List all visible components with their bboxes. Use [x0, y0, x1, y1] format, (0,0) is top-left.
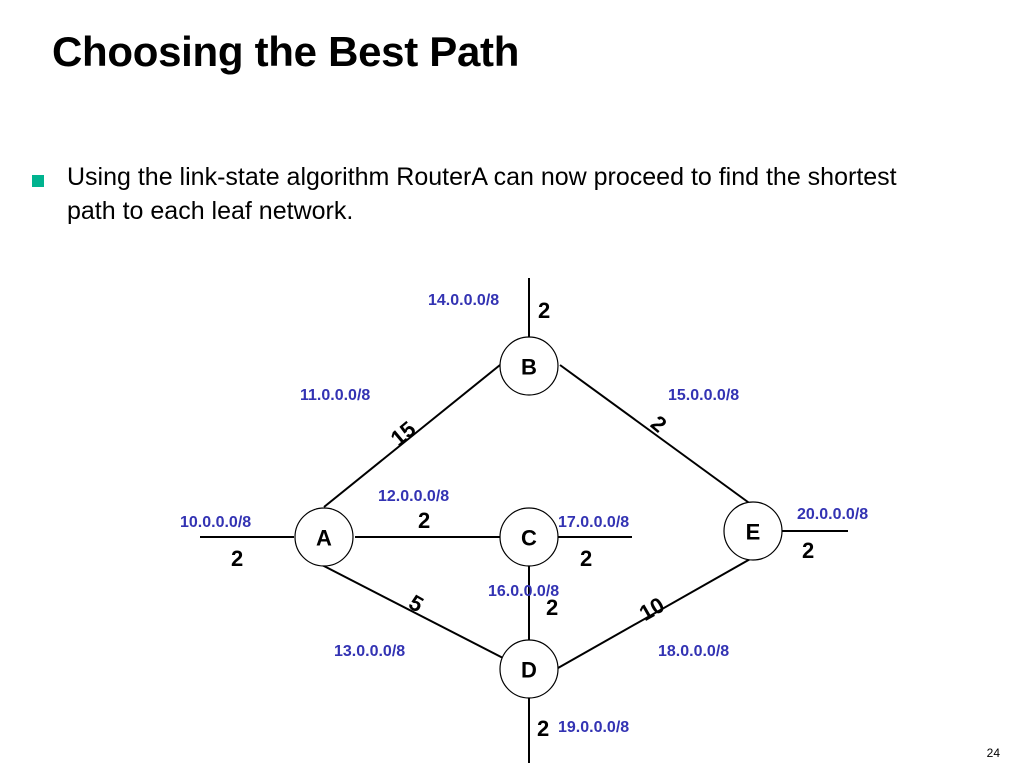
bullet-text: Using the link-state algorithm RouterA c… — [67, 163, 897, 225]
bullet-item: Using the link-state algorithm RouterA c… — [30, 160, 930, 228]
square-bullet-icon — [32, 175, 44, 187]
cost-a-stub: 2 — [231, 546, 243, 571]
network-label-20: 20.0.0.0/8 — [797, 506, 868, 523]
router-e-label: E — [746, 520, 761, 545]
router-e: E — [723, 501, 783, 561]
bullet-list: Using the link-state algorithm RouterA c… — [30, 160, 930, 228]
link-a-b — [323, 364, 501, 508]
router-c: C — [499, 507, 559, 567]
cost-c-d: 2 — [546, 595, 558, 620]
page-number: 24 — [986, 746, 1000, 760]
router-b-label: B — [521, 355, 537, 380]
cost-b-stub: 2 — [538, 298, 550, 323]
network-label-12: 12.0.0.0/8 — [378, 488, 449, 505]
cost-e-stub: 2 — [802, 538, 814, 563]
network-label-13: 13.0.0.0/8 — [334, 643, 405, 660]
cost-a-b: 15 — [386, 416, 421, 451]
network-label-16: 16.0.0.0/8 — [488, 583, 559, 600]
cost-c-stub: 2 — [580, 546, 592, 571]
network-label-15: 15.0.0.0/8 — [668, 387, 739, 404]
cost-d-stub: 2 — [537, 716, 549, 741]
network-label-11: 11.0.0.0/8 — [300, 387, 370, 404]
network-label-14: 14.0.0.0/8 — [428, 292, 499, 309]
link-b-e — [559, 364, 753, 506]
cost-a-c: 2 — [418, 508, 430, 533]
cost-a-d: 5 — [405, 590, 428, 618]
slide-title: Choosing the Best Path — [52, 28, 520, 75]
router-d-label: D — [521, 658, 537, 683]
network-label-19: 19.0.0.0/8 — [558, 719, 629, 736]
router-b: B — [499, 336, 559, 396]
network-label-18: 18.0.0.0/8 — [658, 643, 729, 660]
router-a: A — [294, 507, 354, 567]
router-a-label: A — [316, 526, 332, 551]
cost-b-e: 2 — [646, 410, 671, 437]
link-a-d — [321, 564, 504, 659]
link-d-e — [557, 557, 753, 669]
network-label-10: 10.0.0.0/8 — [180, 514, 251, 531]
router-d: D — [499, 639, 559, 699]
network-label-17: 17.0.0.0/8 — [558, 514, 629, 531]
router-c-label: C — [521, 526, 537, 551]
